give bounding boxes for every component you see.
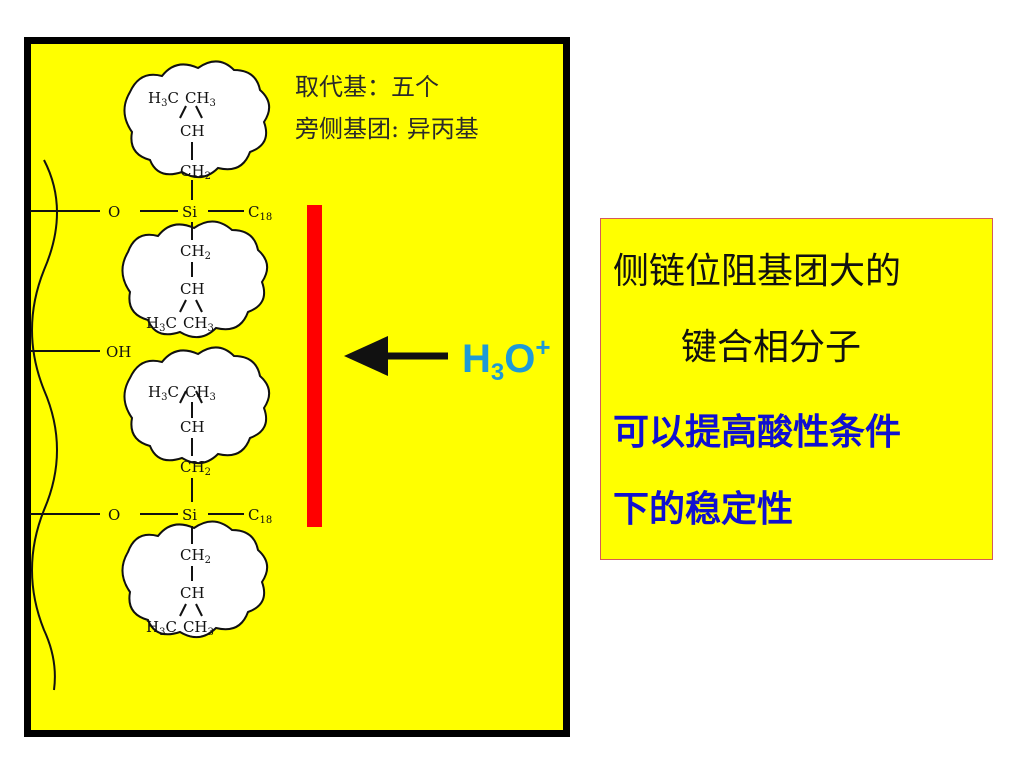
- attack-arrow-icon: [344, 336, 448, 376]
- hydroxyl-label: OH: [106, 343, 131, 361]
- silica-surface-line: [31, 159, 58, 691]
- callout-line-3: 可以提高酸性条件: [613, 412, 902, 453]
- svg-text:CH2: CH2: [180, 458, 211, 478]
- diagram-panel: [24, 37, 570, 737]
- oxygen-label: O: [108, 506, 120, 524]
- chem-label: H: [148, 89, 161, 107]
- svg-text:CH2: CH2: [180, 162, 211, 182]
- isopropyl-cloud-1: [123, 60, 271, 179]
- isopropyl-cloud-3: [123, 346, 271, 465]
- chem-label: CH: [180, 162, 205, 180]
- isopropyl-cloud-4: [121, 520, 269, 639]
- chem-label: CH: [180, 418, 205, 436]
- callout-box: 侧链位阻基团大的 键合相分子 可以提高酸性条件 下的稳定性: [600, 218, 993, 560]
- substituent-caption: 取代基：五个: [295, 73, 439, 101]
- chem-label: CH: [180, 280, 205, 298]
- chem-label: CH: [180, 242, 205, 260]
- svg-text:CH2: CH2: [180, 242, 211, 262]
- svg-text:C18: C18: [248, 506, 272, 526]
- chem-label: CH: [180, 122, 205, 140]
- isopropyl-cloud-2: [121, 220, 269, 339]
- siloxane-row-1: O Si C18: [108, 203, 272, 223]
- chem-label: CH: [180, 584, 205, 602]
- callout-line-1: 侧链位阻基团大的: [613, 251, 902, 292]
- callout-line-2: 键合相分子: [681, 327, 862, 368]
- chem-label: H: [146, 314, 159, 332]
- silicon-label: Si: [182, 506, 197, 524]
- steric-barrier-bar: [307, 205, 322, 527]
- side-group-caption: 旁侧基团: 异丙基: [295, 115, 479, 143]
- oxygen-label: O: [108, 203, 120, 221]
- chem-label: CH: [180, 546, 205, 564]
- hydronium-label: H3O+: [462, 332, 551, 386]
- silicon-label: Si: [182, 203, 197, 221]
- svg-text:C18: C18: [248, 203, 272, 223]
- chem-label: H: [146, 618, 159, 636]
- c18-label: C: [248, 506, 259, 524]
- c18-label: C: [248, 203, 259, 221]
- callout-line-4: 下的稳定性: [613, 489, 794, 530]
- svg-text:CH2: CH2: [180, 546, 211, 566]
- siloxane-row-3: O Si C18: [108, 506, 272, 526]
- chem-label: H: [148, 383, 161, 401]
- chem-label: CH: [180, 458, 205, 476]
